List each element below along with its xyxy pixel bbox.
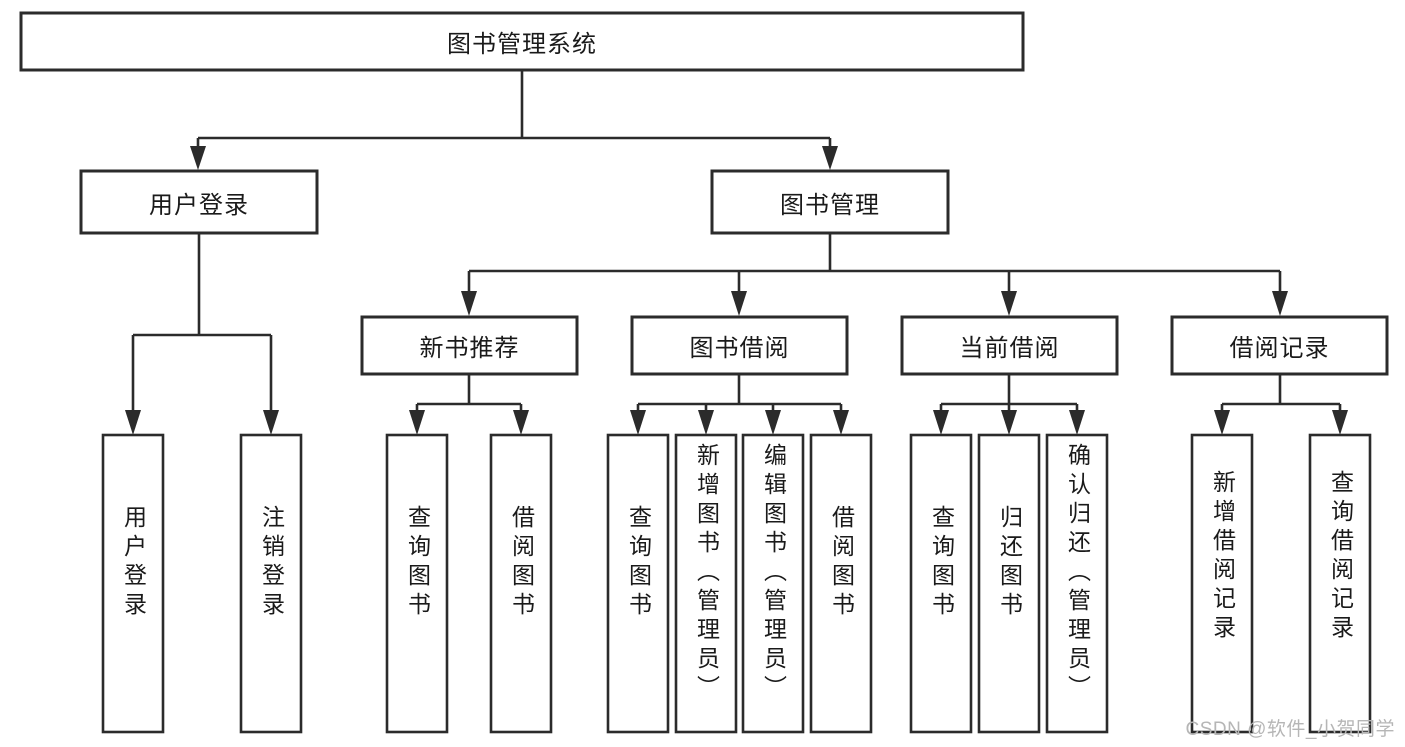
arrowhead-current-leaf-2 (1001, 410, 1017, 435)
node-current-borrow[interactable] (900, 315, 1119, 376)
leaf-box-recommend-query-book[interactable] (385, 433, 449, 734)
leaf-box-record-query-record[interactable] (1308, 433, 1372, 734)
node-borrow-record[interactable] (1170, 315, 1389, 376)
leaf-box-borrow-borrow-book[interactable] (809, 433, 873, 734)
arrowhead-to-user-login (190, 146, 206, 170)
arrowhead-to-new-book-recommend (461, 291, 477, 316)
arrowhead-record-leaf-1 (1214, 410, 1230, 435)
leaf-box-current-return-book[interactable] (977, 433, 1041, 734)
arrowhead-borrow-leaf-1 (630, 410, 646, 435)
arrowhead-record-leaf-2 (1332, 410, 1348, 435)
leaf-box-user-login[interactable] (101, 433, 165, 734)
csdn-watermark: CSDN @软件_小贺同学 (1185, 719, 1395, 740)
arrowhead-borrow-leaf-2 (698, 410, 714, 435)
leaf-box-borrow-query-book[interactable] (606, 433, 670, 734)
node-book-management[interactable] (710, 169, 950, 235)
arrowhead-to-leaf-logout (263, 410, 279, 435)
leaf-box-current-query-book[interactable] (909, 433, 973, 734)
leaf-box-current-confirm-return-admin[interactable] (1045, 433, 1109, 734)
arrowhead-to-book-management (822, 146, 838, 170)
node-root-book-management-system[interactable] (19, 11, 1025, 72)
leaf-box-borrow-add-book-admin[interactable] (674, 433, 738, 734)
arrowhead-recommend-leaf-1 (409, 410, 425, 435)
node-user-login[interactable] (79, 169, 319, 235)
arrowhead-current-leaf-3 (1069, 410, 1085, 435)
arrowhead-current-leaf-1 (933, 410, 949, 435)
node-book-borrow[interactable] (630, 315, 849, 376)
leaf-box-logout[interactable] (239, 433, 303, 734)
arrowhead-to-book-borrow (731, 291, 747, 316)
node-new-book-recommend[interactable] (360, 315, 579, 376)
leaf-box-borrow-edit-book-admin[interactable] (741, 433, 805, 734)
arrowhead-borrow-leaf-3 (765, 410, 781, 435)
arrowhead-to-current-borrow (1001, 291, 1017, 316)
arrowhead-borrow-leaf-4 (833, 410, 849, 435)
arrowhead-to-borrow-record (1272, 291, 1288, 316)
arrowhead-recommend-leaf-2 (513, 410, 529, 435)
arrowhead-to-leaf-user-login (125, 410, 141, 435)
leaf-box-record-add-record[interactable] (1190, 433, 1254, 734)
leaf-box-recommend-borrow-book[interactable] (489, 433, 553, 734)
